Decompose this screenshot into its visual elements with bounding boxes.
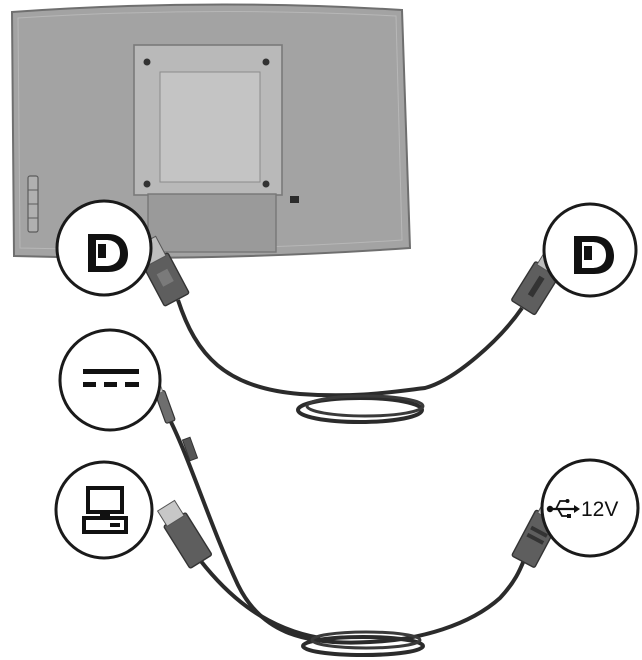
computer-icon [82,486,128,534]
displayport-icon [88,234,128,272]
displayport-icon [574,236,614,274]
usb-connector-monitor [156,499,213,569]
dc-power-icon [83,369,139,387]
callout-dc-power [58,328,162,432]
usb-icon [546,499,580,518]
callout-computer [54,460,154,560]
displayport-cable [176,299,524,424]
security-slot [290,196,299,203]
power-usb-cable [168,419,526,657]
callout-displayport-monitor [55,199,153,297]
callout-displayport-host [542,202,638,298]
monitor-rear [10,3,412,259]
usb-voltage-label: 12V [581,498,618,521]
vesa-mount-plate [133,44,283,196]
side-buttons [27,175,39,233]
port-housing [147,193,277,253]
callout-usb-12v: 12V [540,458,640,558]
